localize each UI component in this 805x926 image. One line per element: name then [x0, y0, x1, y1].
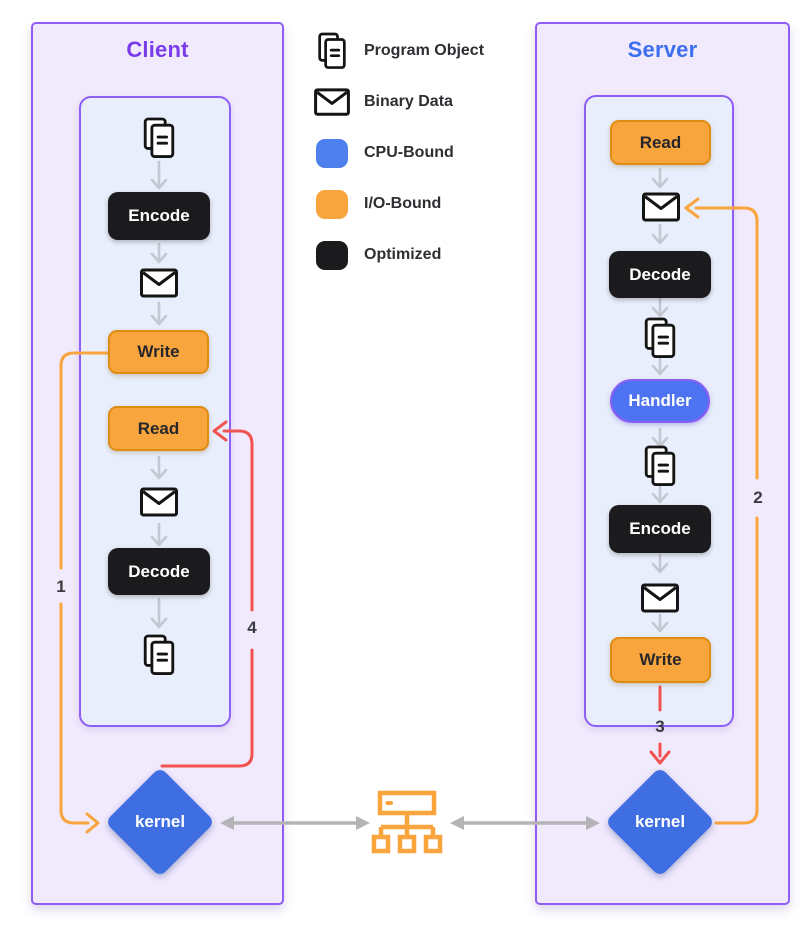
program-object-icon: [310, 31, 354, 71]
server-write-step: Write: [610, 637, 711, 683]
io-bound-swatch: [310, 189, 354, 219]
legend-row-optimized: Optimized: [310, 234, 484, 276]
network-icon: [371, 790, 443, 854]
sequence-label-2: 2: [753, 488, 763, 507]
client-kernel-label: kernel: [134, 812, 186, 831]
server-handler-step: Handler: [610, 379, 710, 423]
optimized-swatch: [310, 240, 354, 270]
legend-label: Optimized: [364, 246, 442, 263]
binary-data-icon: [310, 87, 354, 117]
server-kernel-label: kernel: [634, 812, 686, 831]
arrowhead-right-into-network: [356, 816, 370, 830]
binary-data-icon: [640, 582, 680, 614]
program-object-icon: [140, 633, 178, 677]
legend-row-program-object: Program Object: [310, 30, 484, 72]
arrowhead-left-into-network: [450, 816, 464, 830]
legend-label: I/O-Bound: [364, 195, 442, 212]
client-decode-step: Decode: [108, 548, 210, 595]
client-kernel-diamond: kernel: [104, 766, 216, 878]
legend-label: Program Object: [364, 42, 485, 59]
server-decode-step: Decode: [609, 251, 711, 298]
legend-label: CPU-Bound: [364, 144, 454, 161]
sequence-label-1: 1: [56, 577, 66, 596]
binary-data-icon: [641, 191, 681, 223]
legend: Program Object Binary Data CPU-Bound I/O…: [310, 30, 484, 285]
client-read-step: Read: [108, 406, 209, 451]
legend-row-binary-data: Binary Data: [310, 81, 484, 123]
client-write-step: Write: [108, 330, 209, 374]
server-title: Server: [627, 37, 698, 62]
server-kernel-diamond: kernel: [604, 766, 716, 878]
cpu-bound-swatch: [310, 138, 354, 168]
legend-row-cpu-bound: CPU-Bound: [310, 132, 484, 174]
program-object-icon: [641, 444, 679, 488]
client-encode-step: Encode: [108, 192, 210, 240]
legend-label: Binary Data: [364, 93, 453, 110]
client-title: Client: [126, 37, 189, 62]
program-object-icon: [641, 316, 679, 360]
server-read-step: Read: [610, 120, 711, 165]
sequence-label-4: 4: [247, 618, 257, 637]
server-encode-step: Encode: [609, 505, 711, 553]
sequence-label-3: 3: [655, 717, 665, 736]
legend-row-io-bound: I/O-Bound: [310, 183, 484, 225]
binary-data-icon: [139, 267, 179, 299]
program-object-icon: [140, 116, 178, 160]
binary-data-icon: [139, 486, 179, 518]
